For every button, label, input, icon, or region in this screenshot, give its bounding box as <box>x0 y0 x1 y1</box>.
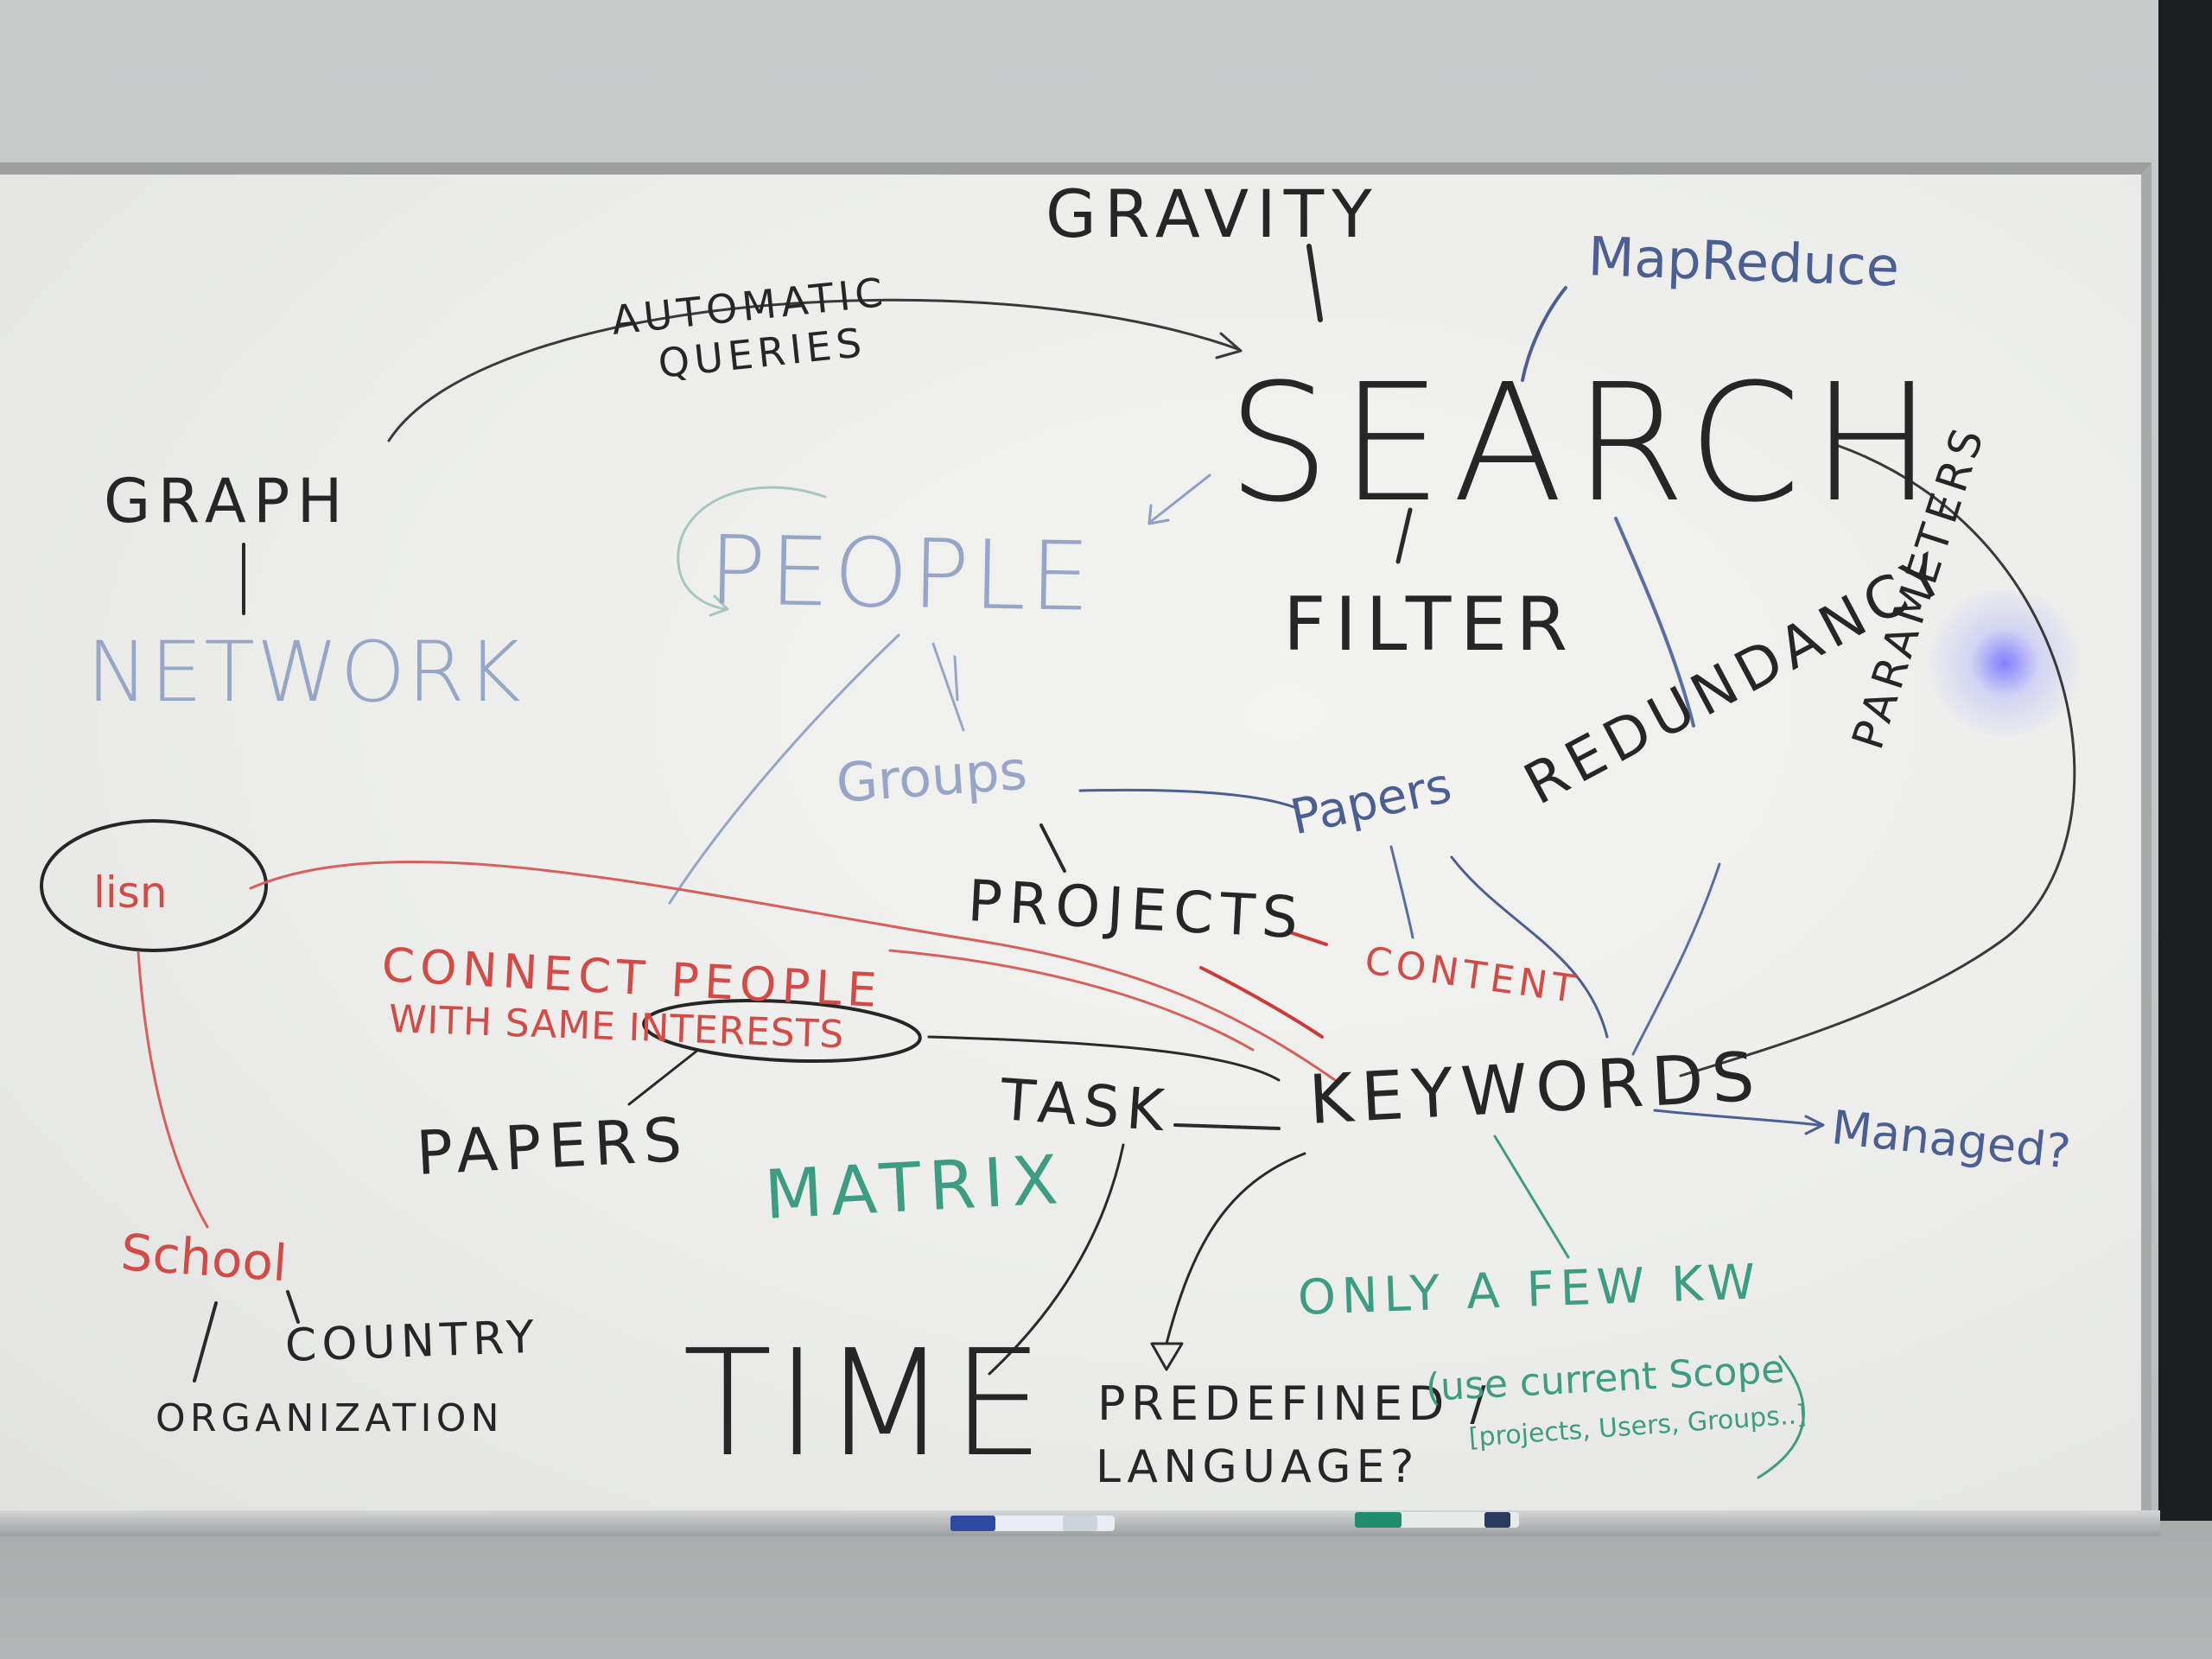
word-school: School <box>118 1223 289 1294</box>
scope-close-paren <box>1757 1355 1805 1479</box>
green-marker <box>1355 1512 1519 1528</box>
blue-marker <box>950 1516 1115 1531</box>
lower-wall <box>0 1521 2212 1659</box>
light-reflection <box>1918 589 2091 736</box>
word-matrix: MATRIX <box>762 1141 1068 1235</box>
redundancy-keywords-line <box>1631 862 1721 1056</box>
school-organization-line <box>193 1301 218 1382</box>
task-keywords-line <box>1173 1123 1281 1130</box>
papers-keywords-line <box>1450 855 1609 1039</box>
word-gravity: GRAVITY <box>1046 175 1380 252</box>
people-arrow-curve <box>677 486 827 611</box>
word-projects: PROJECTS <box>966 868 1306 952</box>
groups-projects-line <box>1039 823 1066 873</box>
word-search: SEARCH <box>1227 349 1943 538</box>
people-groups-line-2 <box>953 655 959 702</box>
projects-content-red-line <box>1286 930 1328 946</box>
papers-interests-line <box>627 1048 700 1106</box>
people-groups-line <box>931 642 965 732</box>
whiteboard <box>0 162 2152 1519</box>
word-lisn: lisn <box>93 868 168 918</box>
papers-content-line <box>1389 845 1414 939</box>
word-task: TASK <box>998 1066 1173 1145</box>
school-country-line <box>286 1290 300 1324</box>
word-people: PEOPLE <box>707 515 1095 632</box>
lisn-keywords-curve <box>249 860 1337 1082</box>
word-mapreduce: MapReduce <box>1586 225 1901 299</box>
wall-dark-edge <box>2158 0 2212 1659</box>
word-language: LANGUAGE? <box>1096 1441 1420 1493</box>
predefined-arrow-line <box>1165 1152 1306 1345</box>
word-predefined: PREDEFINED / <box>1097 1376 1492 1431</box>
projects-keywords-red-line <box>1199 966 1324 1039</box>
mapreduce-line <box>1521 286 1567 382</box>
search-redundancy-line <box>1614 517 1695 728</box>
word-time: TIME <box>683 1319 1047 1490</box>
keywords-managed-arrowhead <box>1804 1115 1825 1135</box>
parameters-arc <box>1679 443 2076 1077</box>
interests-keywords-line <box>927 1035 1281 1082</box>
connect-keywords-curve <box>888 949 1255 1052</box>
search-people-arrowhead <box>1147 504 1170 525</box>
automatic-queries-arrowhead <box>1215 332 1243 359</box>
interests-circle <box>642 999 922 1063</box>
search-people-arrow <box>1147 474 1211 524</box>
lisn-circle <box>40 819 268 952</box>
word-papers: PAPERS <box>414 1103 691 1189</box>
people-connect-line <box>668 633 900 905</box>
automatic-queries-arc <box>387 298 1242 442</box>
search-filter-line <box>1395 507 1413 564</box>
word-network: NETWORK <box>86 624 523 721</box>
word-graph: GRAPH <box>104 466 350 537</box>
gravity-line <box>1306 244 1323 322</box>
word-filter: FILTER <box>1283 582 1577 668</box>
keywords-managed-line <box>1653 1109 1821 1127</box>
predefined-arrowhead <box>1150 1342 1184 1371</box>
lisn-school-line <box>137 950 209 1229</box>
word-country: COUNTRY <box>283 1311 541 1372</box>
time-line <box>988 1143 1125 1376</box>
word-organization: ORGANIZATION <box>156 1396 504 1440</box>
people-arrowhead <box>709 594 729 617</box>
groups-papers-line <box>1078 788 1298 810</box>
keywords-only-few-line <box>1493 1135 1570 1259</box>
word-groups: Groups <box>834 738 1030 815</box>
